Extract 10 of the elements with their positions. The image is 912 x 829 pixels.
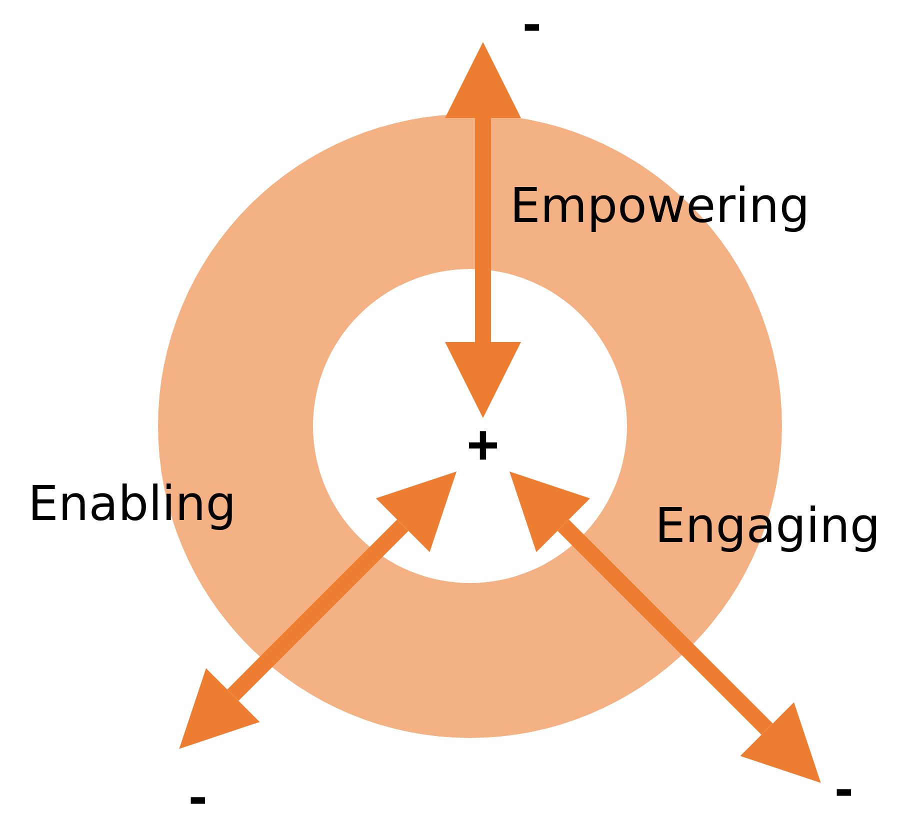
edge-label: Engaging [655,500,880,553]
edge-label: Enabling [28,478,236,531]
double-headed-arrow [179,471,457,749]
double-headed-arrow [509,471,821,783]
minus-sign: - [826,762,862,814]
plus-sign: + [458,420,508,470]
minus-sign: - [180,770,216,822]
minus-sign: - [515,0,549,46]
double-headed-arrow [445,42,521,418]
edge-label: Empowering [510,180,810,233]
